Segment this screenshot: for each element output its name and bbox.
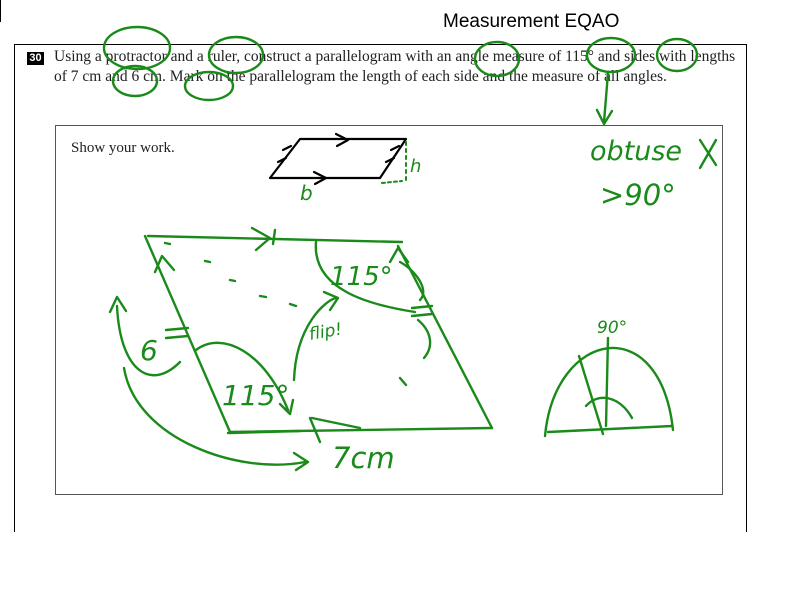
left-side-arrow: [153, 254, 176, 274]
sketch-bottom-arrow: [312, 170, 328, 186]
page-title: Measurement EQAO: [443, 11, 620, 32]
page-left-border: [14, 44, 15, 532]
edge-mark: [0, 0, 1, 22]
protractor-angle-line: [577, 354, 605, 436]
sketch-base-dashes: [381, 180, 403, 184]
sketch-top-arrow: [334, 132, 350, 148]
protractor-arc: [584, 396, 634, 420]
question-number: 30: [27, 52, 44, 65]
cross-mark: [698, 138, 718, 170]
angle-arc-top: [314, 240, 417, 314]
angle-arc-top-right: [398, 260, 425, 302]
top-side-arrow: [250, 226, 272, 252]
dash-mark: [398, 376, 408, 387]
sketch-parallelogram: [268, 137, 408, 180]
circle-angle: [473, 40, 521, 78]
sketch-left-arrows: [276, 144, 293, 164]
bottom-tick: [308, 416, 322, 444]
note-sketch-h: h: [410, 156, 421, 177]
bottom-underline: [226, 416, 362, 435]
top-tick: [271, 228, 277, 246]
circle-115: [585, 36, 637, 74]
page-right-border: [746, 44, 747, 532]
note-right-angle-90: 90°: [597, 318, 627, 338]
note-flip: flip!: [307, 319, 343, 344]
circle-7cm: [111, 64, 159, 98]
left-ticks: [164, 326, 190, 340]
protractor-vertical: [604, 336, 610, 428]
parallelogram-right-side: [396, 244, 494, 430]
flip-arc: [292, 290, 340, 382]
note-obtuse: obtuse: [590, 136, 682, 167]
sketch-right-arrows: [384, 144, 401, 164]
angle-arc-bottom: [194, 341, 295, 416]
note-angle-115-bottom: 115°: [222, 379, 289, 412]
parallelogram-left-side: [143, 234, 232, 434]
work-area-label: Show your work.: [71, 140, 175, 156]
note-side-6: 6: [140, 334, 158, 367]
circle-sides: [655, 37, 699, 73]
long-arc-arrow: [122, 366, 310, 472]
parallelogram-top-side: [146, 234, 404, 244]
circle-ruler: [207, 35, 265, 75]
right-ticks: [410, 304, 434, 318]
note-angle-115-top: 115°: [330, 262, 393, 292]
circle-protractor: [102, 25, 172, 71]
page-top-border: [14, 44, 746, 45]
protractor-base: [546, 424, 674, 434]
work-area-box: [55, 125, 723, 495]
left-arc-arrow: [108, 295, 182, 377]
note-greater-than-90: >90°: [600, 178, 676, 212]
protractor-dome: [543, 346, 675, 438]
right-side-arrow: [388, 246, 410, 264]
note-sketch-b: b: [300, 181, 313, 205]
arrow-to-obtuse: [595, 71, 614, 126]
right-side-lower-arc: [416, 318, 432, 360]
circle-6cm: [183, 70, 235, 102]
dotted-guide: [163, 241, 298, 308]
note-side-7cm: 7cm: [332, 441, 395, 475]
